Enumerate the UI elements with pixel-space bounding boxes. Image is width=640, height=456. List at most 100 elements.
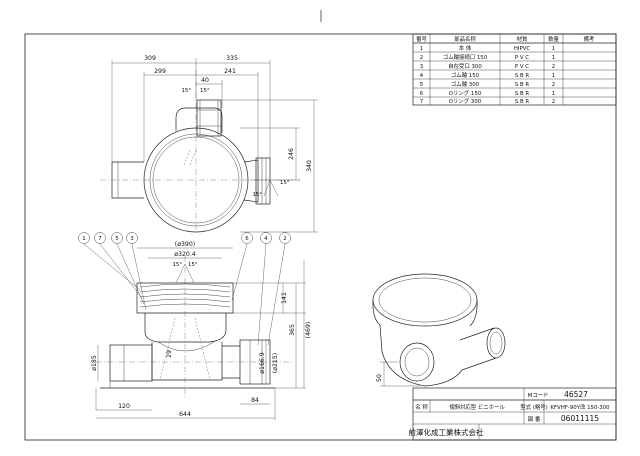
parts-row: 6 Oリング 150 S B R 1 [420, 89, 555, 97]
svg-text:S B R: S B R [515, 82, 530, 88]
drawing-frame [24, 33, 617, 441]
left-inlet-stub [111, 161, 144, 199]
dim-644: 644 [179, 411, 191, 418]
svg-text:S B R: S B R [515, 91, 530, 97]
balloon: 5 [111, 232, 123, 244]
parts-row: 4 ゴム輪 150 S B R 1 [420, 71, 555, 79]
svg-text:1: 1 [82, 236, 85, 242]
chamber-inner-circle [149, 133, 243, 227]
svg-text:7: 7 [98, 236, 101, 242]
svg-text:1: 1 [552, 91, 555, 97]
name-label: 名 称 [415, 403, 428, 411]
svg-text:ゴム輪 150: ゴム輪 150 [451, 71, 480, 79]
parts-header-note: 備考 [584, 35, 595, 43]
parts-row: 7 Oリング 300 S B R 2 [420, 97, 555, 105]
svg-text:1: 1 [552, 46, 555, 52]
svg-text:2: 2 [283, 236, 286, 242]
dim-241: 241 [224, 68, 236, 75]
left-inlet [109, 344, 153, 382]
dim-215: (ø215) [272, 353, 279, 373]
angle-15-c: 15° [252, 192, 262, 198]
svg-text:2: 2 [552, 82, 555, 88]
right-outlet [239, 339, 271, 385]
dim-84: 84 [251, 397, 259, 404]
parts-header-qty: 数量 [548, 35, 559, 43]
svg-text:1: 1 [420, 46, 423, 52]
dim-335: 335 [226, 55, 238, 62]
dim-141: 141 [281, 292, 288, 304]
isometric-view: 50 [372, 273, 506, 387]
svg-text:ゴム輪接続口 150: ゴム輪接続口 150 [443, 53, 488, 61]
svg-text:自在受口 300: 自在受口 300 [448, 62, 482, 70]
balloon: 4 [260, 232, 272, 244]
dim-120: 120 [118, 403, 130, 410]
svg-text:1: 1 [552, 55, 555, 61]
right-outlet-socket [255, 157, 271, 205]
iso-left-inlet [399, 342, 435, 382]
model-value: KFVHF-90Y改 150-300 [550, 403, 610, 411]
parts-header-material: 材質 [517, 35, 528, 43]
svg-text:4: 4 [264, 236, 268, 242]
angle-15-front-b: 15° [188, 262, 198, 268]
balloon: 1 [78, 232, 90, 244]
svg-text:P V C: P V C [515, 55, 529, 61]
svg-text:P V C: P V C [515, 64, 529, 70]
svg-text:S B R: S B R [515, 73, 530, 79]
iso-top-rim [372, 273, 478, 327]
svg-text:7: 7 [420, 99, 423, 105]
svg-text:4: 4 [420, 73, 424, 79]
dim-320-4: ø320.4 [174, 251, 196, 258]
top-view: 309 335 299 241 40 15° 15° 246 340 15° 1… [100, 55, 318, 233]
svg-text:Oリング 150: Oリング 150 [449, 89, 482, 97]
parts-row: 1 本 体 HIPVC 1 [420, 44, 555, 52]
svg-text:2: 2 [552, 64, 555, 70]
dim-246: 246 [288, 148, 295, 160]
chamber-outer-circle [143, 127, 249, 233]
svg-text:6: 6 [245, 236, 249, 242]
drawing-no-value: 06011115 [561, 414, 599, 423]
parts-row: 2 ゴム輪接続口 150 P V C 1 [420, 53, 555, 61]
angle-15-b: 15° [200, 88, 210, 94]
balloon: 7 [94, 232, 106, 244]
dim-309: 309 [144, 55, 156, 62]
name-value: 傾斜対応型 ビニホール [449, 403, 505, 411]
svg-text:2: 2 [552, 99, 555, 105]
dim-365: 365 [289, 324, 296, 336]
svg-text:5: 5 [115, 236, 118, 242]
svg-text:HIPVC: HIPVC [514, 46, 531, 52]
top-inlet-socket [196, 99, 222, 137]
balloon: 2 [279, 232, 291, 244]
drawing-no-label: 図 番 [528, 416, 541, 423]
angle-15-front-a: 15° [172, 262, 182, 268]
angle-15-a: 15° [181, 88, 191, 94]
company-name: 前澤化成工業株式会社 [409, 427, 484, 437]
svg-text:3: 3 [130, 236, 133, 242]
model-label: 型式 (略号) [520, 403, 547, 411]
parts-table: 番号 部品名称 材質 数量 備考 1 本 体 HIPVC 1 2 ゴム輪接続口 … [412, 33, 617, 106]
dim-29: 29 [166, 350, 173, 358]
dim-166-9: ø166.9 [259, 352, 266, 374]
parts-row: 3 自在受口 300 P V C 2 [420, 62, 555, 70]
dim-340: 340 [306, 160, 313, 172]
parts-header-name: 部品名称 [454, 35, 476, 43]
dim-469: (469) [305, 322, 312, 339]
iso-right-outlet [486, 327, 506, 359]
dim-185: ø185 [91, 355, 98, 371]
body-profile [144, 313, 227, 343]
parts-header-no: 番号 [416, 36, 427, 43]
mcode-value: 46527 [564, 390, 588, 399]
balloon: 6 [241, 232, 253, 244]
parts-row: 5 ゴム輪 300 S B R 2 [420, 80, 555, 88]
svg-text:1: 1 [552, 73, 555, 79]
iso-dim-50: 50 [376, 374, 383, 382]
dim-299: 299 [154, 68, 166, 75]
svg-text:6: 6 [420, 91, 424, 97]
svg-text:本 体: 本 体 [459, 44, 472, 52]
dim-390: (ø390) [175, 241, 195, 248]
balloon: 3 [126, 232, 138, 244]
svg-text:2: 2 [420, 55, 423, 61]
svg-text:Oリング 300: Oリング 300 [449, 97, 482, 105]
mcode-label: Mコード [528, 392, 549, 399]
front-view: (ø390) ø320.4 15° 15° 141 365 (469) 29 ø… [78, 232, 312, 420]
